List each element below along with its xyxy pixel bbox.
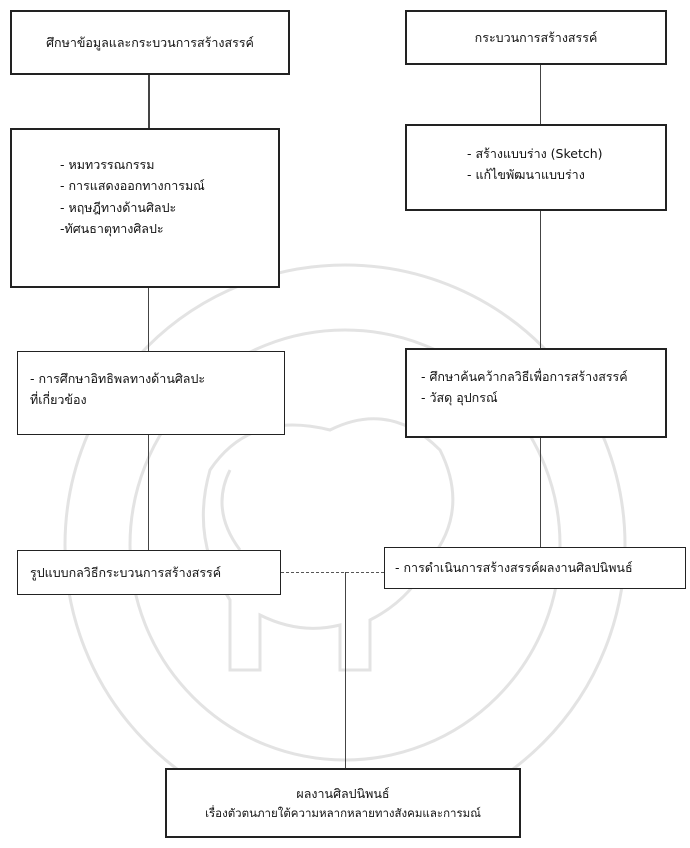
sketch-item: - แก้ไขพัฒนาแบบร่าง	[467, 167, 585, 183]
theory-item: - การแสดงออกทางการมณ์	[60, 178, 205, 194]
final-title: ผลงานศิลปนิพนธ์	[296, 785, 390, 801]
influence-line: - การศึกษาอิทธิพลทางด้านศิลปะ	[30, 371, 206, 386]
theory-item: - หฤษฎีทางด้านศิลปะ	[60, 199, 177, 215]
connector-left-3	[148, 434, 149, 550]
connector-right-1	[540, 64, 541, 124]
connector-left-2	[148, 287, 149, 351]
left-box-technique-label: รูปแบบกลวิธีกระบวนการสร้างสรรค์	[30, 564, 222, 580]
right-box-creative-process-label: กระบวนการสร้างสรรค์	[474, 29, 598, 45]
right-box-sketch: - สร้างแบบร่าง (Sketch) - แก้ไขพัฒนาแบบร…	[405, 124, 667, 211]
sketch-item: - สร้างแบบร่าง (Sketch)	[467, 146, 603, 161]
right-box-execution-label: - การดำเนินการสร้างสรรค์ผลงานศิลปนิพนธ์	[395, 560, 633, 576]
dashed-join	[281, 572, 384, 573]
connector-right-3	[540, 438, 541, 547]
left-box-study-data-label: ศึกษาข้อมูลและกระบวนการสร้างสรรค์	[46, 34, 254, 50]
left-box-study-data: ศึกษาข้อมูลและกระบวนการสร้างสรรค์	[10, 10, 290, 75]
right-box-research: - ศึกษาค้นคว้ากลวิธีเพื่อการสร้างสรรค์ -…	[405, 348, 667, 438]
right-box-creative-process: กระบวนการสร้างสรรค์	[405, 10, 667, 65]
connector-left-1	[148, 74, 150, 128]
research-item: - ศึกษาค้นคว้ากลวิธีเพื่อการสร้างสรรค์	[421, 369, 628, 384]
connector-right-2	[540, 210, 541, 348]
left-box-influence: - การศึกษาอิทธิพลทางด้านศิลปะ ที่เกี่ยวข…	[17, 351, 285, 435]
theory-item: -ทัศนธาตุทางศิลปะ	[60, 220, 164, 236]
left-box-technique: รูปแบบกลวิธีกระบวนการสร้างสรรค์	[17, 550, 281, 595]
right-box-execution: - การดำเนินการสร้างสรรค์ผลงานศิลปนิพนธ์	[384, 547, 686, 589]
final-subtitle: เรื่องตัวตนภายใต้ความหลากหลายทางสังคมและ…	[205, 805, 481, 820]
left-box-theory: - หมทวรรณกรรม - การแสดงออกทางการมณ์ - หฤ…	[10, 128, 280, 288]
research-item: - วัสดุ อุปกรณ์	[421, 390, 498, 406]
connector-final	[345, 572, 346, 768]
influence-line: ที่เกี่ยวข้อง	[30, 392, 87, 408]
final-box-artwork: ผลงานศิลปนิพนธ์ เรื่องตัวตนภายใต้ความหลา…	[165, 768, 521, 838]
theory-item: - หมทวรรณกรรม	[60, 157, 155, 172]
